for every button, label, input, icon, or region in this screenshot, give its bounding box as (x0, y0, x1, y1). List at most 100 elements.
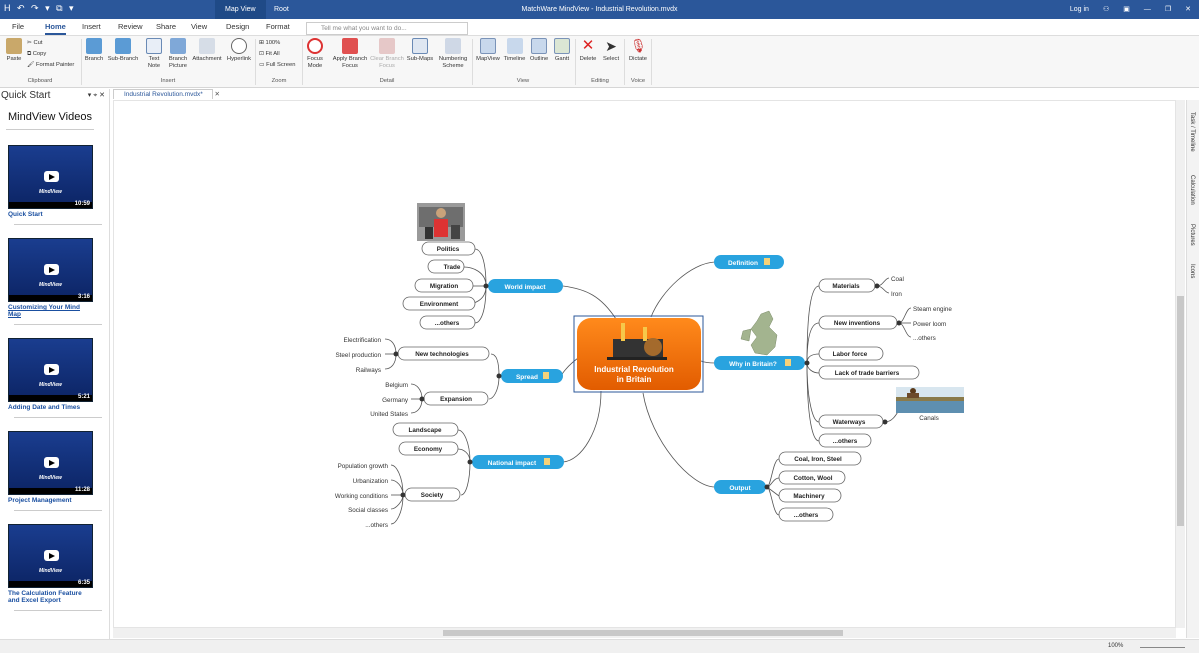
leaf-social-classes[interactable]: Social classes (348, 507, 388, 514)
context-tab-root[interactable]: Root (274, 6, 289, 13)
leaf-urbanization[interactable]: Urbanization (353, 478, 389, 485)
hyperlink-button[interactable]: Hyperlink (224, 38, 254, 63)
tab-view[interactable]: View (191, 22, 208, 31)
leaf-iron[interactable]: Iron (891, 291, 902, 298)
branch-national-impact[interactable]: National impact (467, 455, 565, 469)
node-coal-iron-steel[interactable]: Coal, Iron, Steel (778, 451, 862, 466)
select-button[interactable]: ➤Select (602, 38, 620, 62)
node-cotton-wool[interactable]: Cotton, Wool (778, 470, 846, 485)
leaf-power-loom[interactable]: Power loom (913, 321, 946, 328)
format-painter-button[interactable]: 🖌 Format Painter (27, 62, 75, 68)
zoom-100-button[interactable]: ⊞ 100% (259, 40, 281, 46)
node-new-technologies[interactable]: New technologies (393, 346, 490, 361)
leaf-belgium[interactable]: Belgium (385, 382, 408, 389)
leaf-steel-production[interactable]: Steel production (335, 352, 381, 359)
full-screen-button[interactable]: ▭ Full Screen (259, 62, 296, 68)
sub-maps-button[interactable]: Sub-Maps (406, 38, 434, 63)
branch-definition[interactable]: Definition (714, 255, 784, 269)
leaf-electrification[interactable]: Electrification (344, 337, 382, 344)
apply-branch-focus-button[interactable]: Apply Branch Focus (331, 38, 369, 69)
tab-task-timeline[interactable]: Task / Timeline (1189, 112, 1195, 152)
leaf-canals[interactable]: Canals (919, 415, 939, 422)
play-icon[interactable] (44, 364, 59, 375)
mind-map[interactable]: Industrial Revolution in Britain World i… (114, 101, 1177, 629)
ribbon-display-icon[interactable]: ▣ (1123, 6, 1130, 13)
tab-pictures[interactable]: Pictures (1189, 224, 1195, 246)
leaf-inventions-others[interactable]: ...others (913, 335, 936, 342)
node-politics[interactable]: Politics (421, 241, 476, 256)
tab-file[interactable]: File (12, 22, 25, 31)
leaf-railways[interactable]: Railways (356, 367, 381, 374)
horizontal-scrollbar[interactable] (113, 628, 1176, 638)
clear-branch-focus-button[interactable]: Clear Branch Focus (369, 38, 405, 69)
delete-button[interactable]: ✕Delete (579, 37, 597, 63)
node-machinery[interactable]: Machinery (778, 488, 842, 503)
sub-branch-button[interactable]: Sub-Branch (107, 38, 139, 63)
vertical-scroll-thumb[interactable] (1177, 296, 1184, 526)
mapview-button[interactable]: MapView (475, 38, 501, 63)
node-expansion[interactable]: Expansion (419, 391, 489, 406)
leaf-united-states[interactable]: United States (370, 411, 408, 418)
gantt-button[interactable]: Gantt (551, 38, 573, 63)
play-icon[interactable] (44, 264, 59, 275)
paste-button[interactable]: Paste (4, 38, 24, 63)
node-migration[interactable]: Migration (414, 278, 474, 293)
horizontal-scroll-thumb[interactable] (443, 630, 843, 636)
close-tab-icon[interactable]: ✕ (214, 91, 220, 98)
video-link[interactable]: The Calculation Feature and Excel Export (8, 590, 82, 604)
copy-button[interactable]: ⧉ Copy (27, 51, 47, 57)
tab-review[interactable]: Review (118, 22, 143, 31)
leaf-coal[interactable]: Coal (891, 276, 904, 283)
node-waterways[interactable]: Waterways (818, 414, 888, 429)
video-link[interactable]: Project Management (8, 497, 72, 504)
map-canvas[interactable]: Industrial Revolution in Britain World i… (113, 100, 1176, 628)
node-economy[interactable]: Economy (398, 441, 459, 456)
timeline-button[interactable]: Timeline (502, 38, 527, 63)
vertical-scrollbar[interactable] (1176, 100, 1185, 628)
leaf-society-others[interactable]: ...others (365, 522, 388, 529)
context-tab-map-view[interactable]: Map View (215, 0, 266, 19)
node-environment[interactable]: Environment (402, 296, 476, 311)
tab-share[interactable]: Share (156, 22, 177, 31)
node-society[interactable]: Society (400, 487, 461, 502)
dictate-button[interactable]: 🎙Dictate (628, 38, 648, 62)
pane-controls[interactable]: ▾ ⌖ ✕ (87, 92, 105, 99)
node-output-others[interactable]: ...others (778, 507, 834, 522)
branch-spread[interactable]: Spread (496, 369, 564, 383)
leaf-germany[interactable]: Germany (382, 397, 409, 404)
login-link[interactable]: Log in (1069, 6, 1089, 13)
branch-picture-button[interactable]: Branch Picture (166, 38, 190, 69)
fit-all-button[interactable]: ⊡ Fit All (259, 51, 280, 57)
tell-me-input[interactable]: Tell me what you want to do... (306, 22, 468, 35)
play-icon[interactable] (44, 457, 59, 468)
document-tab[interactable]: Industrial Revolution.mvdx*✕ (113, 89, 220, 99)
branch-why-in-britain[interactable]: Why in Britain? (714, 356, 810, 370)
play-icon[interactable] (44, 550, 59, 561)
attachment-button[interactable]: Attachment (190, 38, 224, 63)
tab-icons[interactable]: Icons (1189, 264, 1195, 279)
root-node[interactable]: Industrial Revolution in Britain (573, 315, 704, 393)
branch-button[interactable]: Branch (84, 38, 104, 63)
leaf-working-conditions[interactable]: Working conditions (335, 493, 388, 500)
text-note-button[interactable]: Text Note (143, 38, 165, 69)
play-icon[interactable] (44, 171, 59, 182)
tab-design[interactable]: Design (226, 22, 250, 31)
leaf-population-growth[interactable]: Population growth (338, 463, 389, 470)
zoom-slider[interactable] (1140, 647, 1185, 648)
outline-button[interactable]: Outline (528, 38, 550, 63)
numbering-scheme-button[interactable]: Numbering Scheme (436, 38, 470, 69)
minimize-icon[interactable]: — (1143, 6, 1151, 13)
focus-mode-button[interactable]: Focus Mode (303, 38, 327, 69)
cut-button[interactable]: ✂ Cut (27, 40, 43, 46)
leaf-steam-engine[interactable]: Steam engine (913, 306, 952, 313)
user-icon[interactable]: ⚇ (1102, 6, 1110, 13)
branch-output[interactable]: Output (714, 480, 770, 494)
node-world-others[interactable]: ...others (419, 315, 476, 330)
